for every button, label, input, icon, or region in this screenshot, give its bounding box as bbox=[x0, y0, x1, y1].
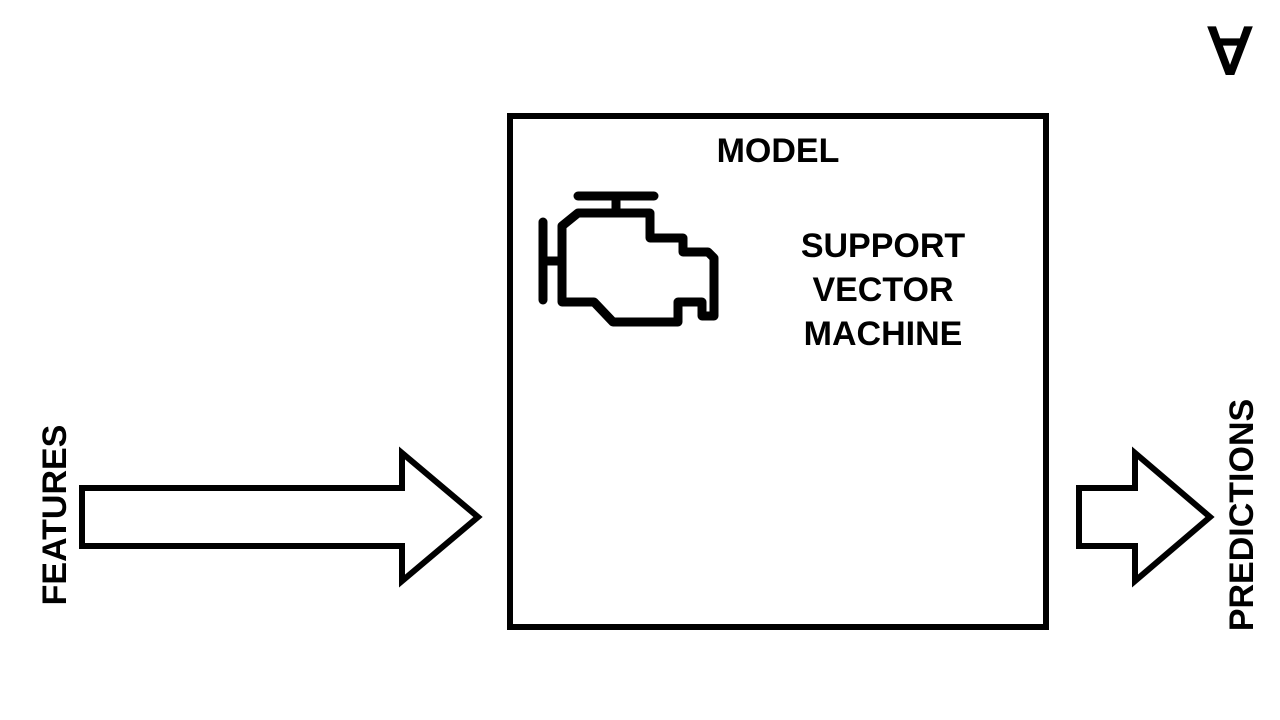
corner-mark: ∀ bbox=[1207, 16, 1253, 88]
predictions-label: PREDICTIONS bbox=[1223, 399, 1261, 631]
model-name-line-1: SUPPORT bbox=[801, 227, 966, 265]
model-name-line-3: MACHINE bbox=[804, 315, 963, 353]
features-label: FEATURES bbox=[36, 425, 74, 606]
input-arrow bbox=[79, 446, 483, 588]
model-title: MODEL bbox=[717, 132, 840, 170]
output-arrow bbox=[1076, 446, 1215, 588]
model-name-line-2: VECTOR bbox=[812, 271, 953, 309]
engine-icon bbox=[538, 191, 719, 327]
model-box bbox=[507, 113, 1049, 630]
